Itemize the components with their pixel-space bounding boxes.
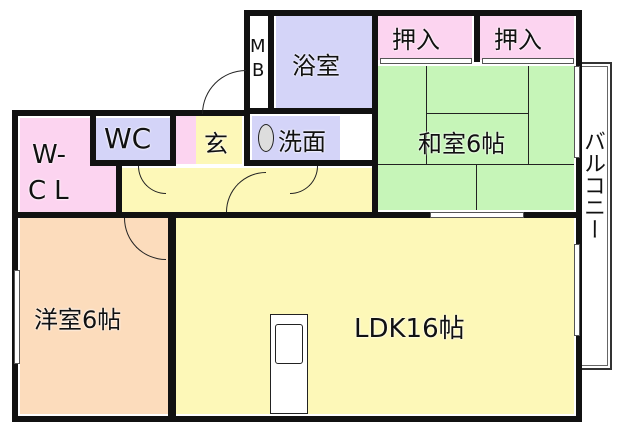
ldk [176, 218, 574, 414]
washroom-label: 洗面 [278, 128, 326, 156]
ldk-label: LDK16帖 [354, 314, 465, 344]
closet-1 [378, 16, 472, 60]
japanese-room-label: 和室6帖 [418, 130, 506, 158]
meter-box [250, 16, 268, 110]
closet-1-label: 押入 [392, 26, 440, 54]
kitchen-counter [270, 314, 308, 414]
closet-2-label: 押入 [494, 26, 542, 54]
western-room-label: 洋室6帖 [34, 306, 122, 334]
bathroom [276, 16, 372, 110]
entrance-label: 玄 [204, 130, 228, 158]
balcony [578, 62, 612, 370]
toilet-label: WC [104, 122, 152, 155]
closet-2 [480, 16, 574, 60]
balcony-label: バルコニー [580, 130, 605, 240]
toilet [96, 118, 170, 162]
walk-in-closet-label-line1: W- [32, 140, 67, 170]
bathroom-label: 浴室 [292, 52, 340, 80]
walk-in-closet-label-line2: CL [28, 176, 77, 206]
sink-icon [275, 324, 303, 364]
entrance [196, 116, 242, 164]
washbasin-icon [258, 124, 274, 152]
meter-box-label-line2: B [252, 60, 265, 81]
meter-box-label-line1: M [250, 36, 266, 57]
